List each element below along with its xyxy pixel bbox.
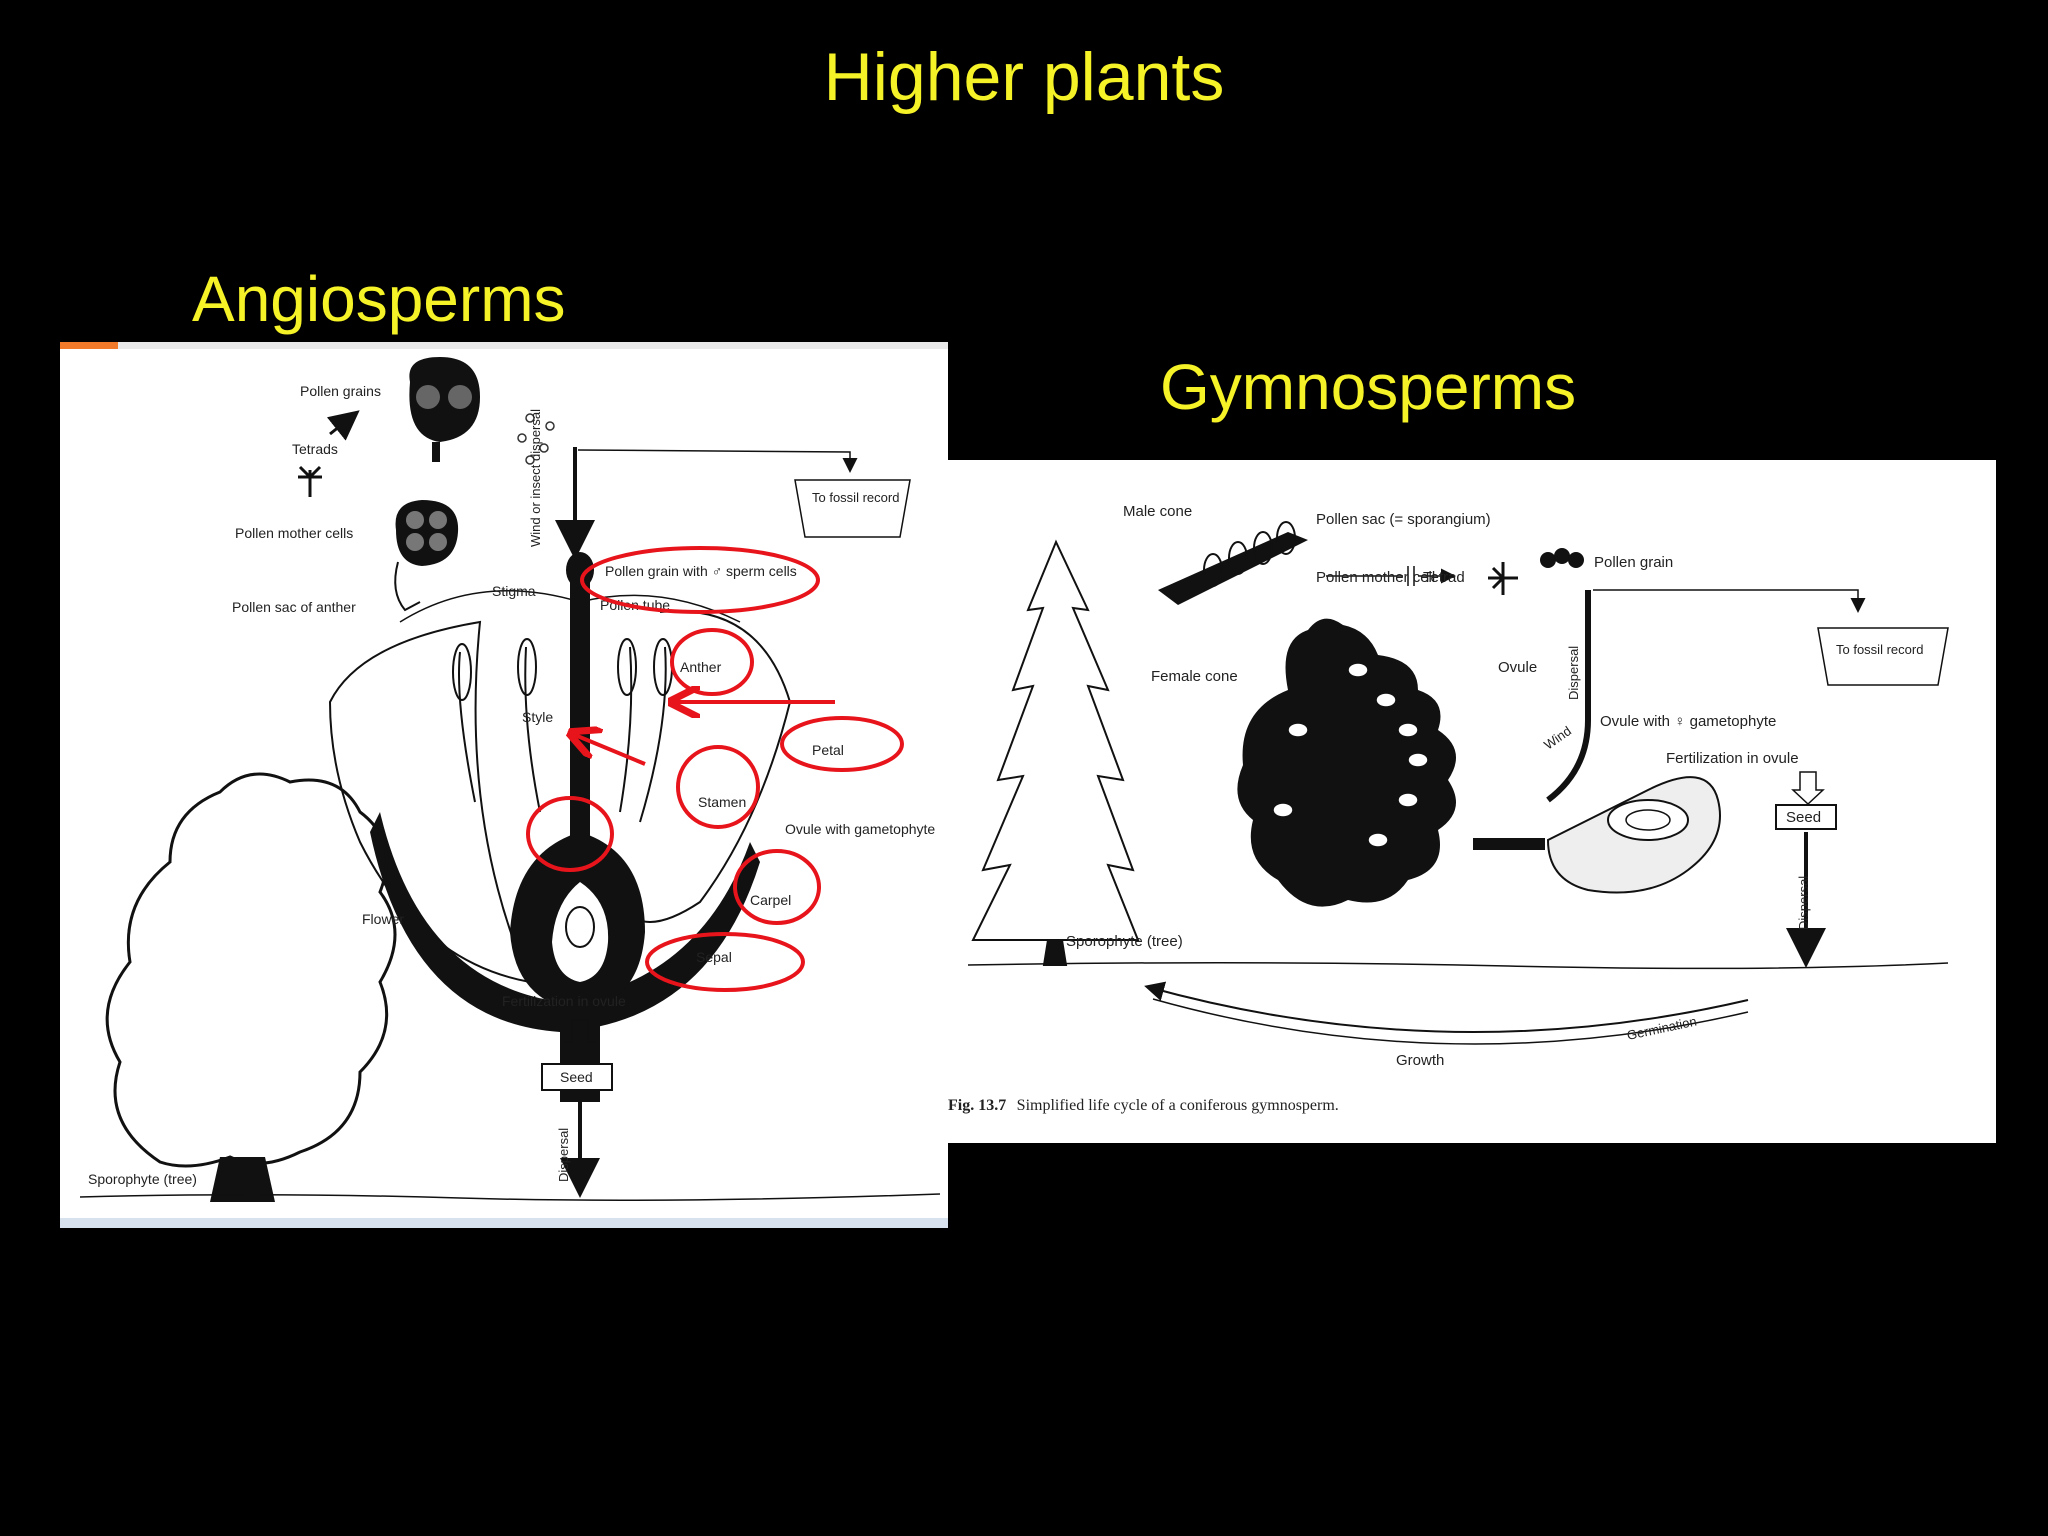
label-petal: Petal — [812, 742, 844, 758]
gymno-label-fertilization: Fertilization in ovule — [1666, 750, 1799, 767]
gymno-label-ovule: Ovule — [1498, 659, 1537, 676]
circle-anther — [670, 628, 754, 696]
gymno-label-male-cone: Male cone — [1123, 503, 1192, 520]
tetrad-icon-gymno — [1488, 562, 1518, 595]
label-pollen-grains: Pollen grains — [300, 383, 381, 399]
gymno-label-growth: Growth — [1396, 1052, 1444, 1069]
gymno-label-dispersal-bottom: Dispersal — [1796, 876, 1811, 930]
fossil-record-box-gymno — [1817, 627, 1949, 686]
growth-arrow — [1144, 981, 1749, 1033]
gymno-label-pollen-sac: Pollen sac (= sporangium) — [1316, 511, 1491, 528]
arrow-to-style — [575, 735, 646, 766]
gymno-label-sporophyte: Sporophyte (tree) — [1066, 933, 1183, 950]
gymnosperm-diagram-svg: Male cone Pollen sac (= sporangium) Poll… — [948, 503, 1949, 1114]
label-sporophyte: Sporophyte (tree) — [88, 1171, 197, 1187]
gymno-label-pollen-grain: Pollen grain — [1594, 554, 1673, 571]
gymno-label-pollen-mother-cell: Pollen mother cell — [1316, 569, 1435, 586]
circle-pollen-grain — [580, 546, 820, 614]
label-seed: Seed — [560, 1069, 593, 1085]
gymno-label-to-fossil: To fossil record — [1836, 642, 1923, 657]
label-stamen: Stamen — [698, 794, 746, 810]
label-tetrads: Tetrads — [292, 441, 338, 457]
male-cone-drawing — [1158, 521, 1308, 605]
ground-line-gymno — [967, 961, 1949, 970]
angiosperm-life-cycle-diagram: Pollen grains Tetrads Pollen mother cell… — [60, 342, 948, 1228]
label-dispersal: Dispersal — [556, 1128, 571, 1182]
caption-number: Fig. 13.7 — [948, 1097, 1006, 1114]
label-wind-dispersal: Wind or insect dispersal — [528, 409, 543, 547]
label-flower: Flower — [362, 911, 404, 927]
pollen-grains-drawing — [409, 357, 480, 462]
gymno-label-ovule-gametophyte: Ovule with ♀ gametophyte — [1600, 713, 1776, 730]
seed-box-gymno — [1775, 804, 1837, 830]
window-chrome-accent — [60, 342, 118, 349]
label-carpel: Carpel — [750, 892, 791, 908]
label-sepal: Sepal — [696, 949, 732, 965]
figure-caption: Fig. 13.7 Simplified life cycle of a con… — [948, 1097, 1339, 1114]
angiosperms-heading: Angiosperms — [192, 263, 566, 335]
gymno-label-tetrad: Tetrad — [1423, 569, 1465, 586]
gymno-label-female-cone: Female cone — [1151, 668, 1238, 685]
circle-sepal — [645, 932, 805, 992]
label-to-fossil: To fossil record — [812, 490, 899, 505]
pollen-dots — [517, 413, 555, 465]
caption-text: Simplified life cycle of a coniferous gy… — [1017, 1097, 1339, 1114]
label-pollen-sac: Pollen sac of anther — [232, 599, 356, 615]
slide-title: Higher plants — [823, 39, 1225, 115]
ovule-section-drawing — [1546, 776, 1721, 894]
gymno-label-wind: Wind — [1541, 723, 1574, 752]
label-ovule: Ovule with gametophyte — [785, 821, 935, 837]
angiosperm-diagram-svg: Pollen grains Tetrads Pollen mother cell… — [60, 342, 948, 1228]
seed-box — [541, 1063, 613, 1091]
fossil-record-box — [794, 479, 911, 538]
label-pollen-mother-cells: Pollen mother cells — [235, 525, 353, 541]
red-annotations — [526, 546, 904, 992]
label-fertilization: Fertilization in ovule — [502, 993, 626, 1009]
pollen-mother-cells-drawing — [394, 500, 459, 612]
gymno-label-dispersal-top: Dispersal — [1566, 646, 1581, 700]
label-style: Style — [522, 709, 553, 725]
gymnosperms-heading: Gymnosperms — [1160, 351, 1577, 423]
ovules-drawing — [1272, 662, 1429, 848]
circle-stamen — [676, 745, 760, 829]
gymno-label-seed: Seed — [1786, 809, 1821, 826]
female-cone-drawing — [1237, 618, 1456, 907]
ground-line — [79, 1193, 941, 1201]
label-anther: Anther — [680, 659, 722, 675]
gymnosperm-life-cycle-diagram: Male cone Pollen sac (= sporangium) Poll… — [948, 460, 1996, 1143]
conifer-tree-drawing — [971, 539, 1140, 966]
circle-carpel — [733, 849, 821, 925]
window-chrome-bottom — [60, 1218, 948, 1228]
label-pollen-grain-sperm: Pollen grain with ♂ sperm cells — [605, 563, 797, 579]
label-stigma: Stigma — [492, 583, 536, 599]
circle-ovule — [526, 796, 614, 872]
pollen-grain-icon — [1540, 548, 1584, 568]
tetrad-icon — [298, 465, 322, 497]
sporophyte-tree-drawing — [105, 772, 397, 1202]
circle-petal — [780, 716, 904, 772]
window-chrome-strip — [60, 342, 948, 349]
